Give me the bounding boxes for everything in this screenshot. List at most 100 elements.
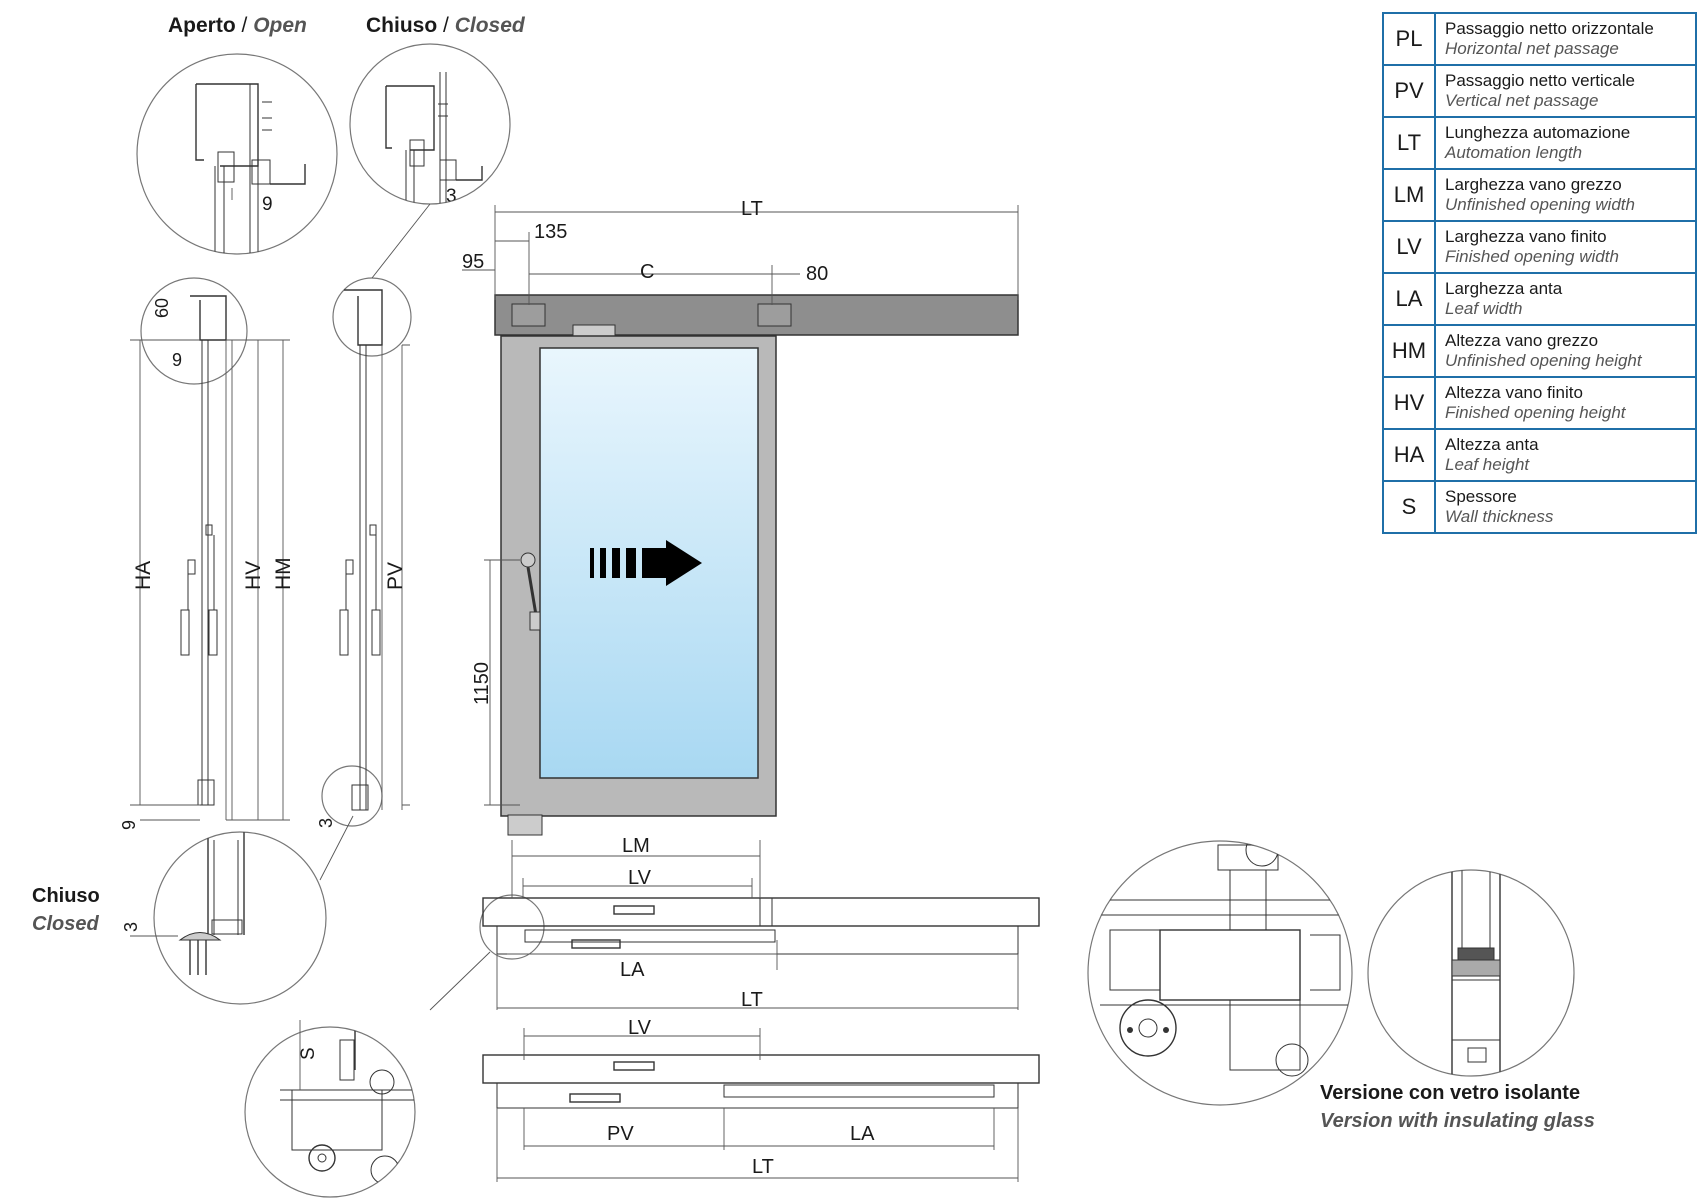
dimension-label-lv: LV xyxy=(628,867,652,889)
dimension-label-d3c: 3 xyxy=(121,922,141,932)
legend-text-en: Vertical net passage xyxy=(1445,91,1599,110)
svg-text:Chiuso / Closed: Chiuso / Closed xyxy=(366,14,526,37)
dimension-label-d135: 135 xyxy=(534,221,567,243)
legend-text-it: Altezza vano finito xyxy=(1445,383,1583,402)
title-part: / xyxy=(236,14,254,37)
dimension-label-lt: LT xyxy=(741,198,763,220)
legend-text-en: Finished opening height xyxy=(1445,403,1626,422)
title-glass-en: Version with insulating glass xyxy=(1320,1110,1595,1132)
dimension-label-la2: LA xyxy=(850,1123,875,1145)
dimension-label-d9c: 9 xyxy=(119,820,139,830)
legend-code: HM xyxy=(1382,324,1436,378)
legend-code: LT xyxy=(1382,116,1436,170)
legend-text-en: Automation length xyxy=(1445,143,1583,162)
detail-circle-glass-section xyxy=(1367,869,1575,1077)
dimension-label-d95: 95 xyxy=(462,251,484,273)
dimension-label-c: C xyxy=(640,261,654,283)
handle-knob xyxy=(520,552,536,568)
detail-circle-open: 9 xyxy=(136,53,338,255)
dimension-label-d9b: 9 xyxy=(172,350,182,370)
legend-text-it: Lunghezza automazione xyxy=(1445,123,1631,142)
legend-text-it: Larghezza vano grezzo xyxy=(1445,175,1622,194)
legend-code: PV xyxy=(1382,64,1436,118)
title-part: Closed xyxy=(455,14,526,37)
plan-view-1: LM LV LA LT xyxy=(429,835,1040,1011)
title-part: Chiuso xyxy=(366,14,437,37)
dimension-label-lm: LM xyxy=(622,835,650,857)
legend-code: HV xyxy=(1382,376,1436,430)
title-bottom-closed-en: Closed xyxy=(32,913,99,935)
dimension-label-d60: 60 xyxy=(152,298,172,318)
detail-circle-threshold: 3 xyxy=(121,831,327,1005)
legend-text-en: Leaf height xyxy=(1445,455,1530,474)
legend-text-it: Larghezza anta xyxy=(1445,279,1563,298)
section-open: HA HV HM 60 9 9 xyxy=(119,277,295,830)
title-part: / xyxy=(437,14,455,37)
legend-text-it: Passaggio netto orizzontale xyxy=(1445,19,1654,38)
direction-arrow-icon xyxy=(590,540,702,586)
legend-text-en: Unfinished opening width xyxy=(1445,195,1635,214)
legend-text-en: Leaf width xyxy=(1445,299,1523,318)
dimension-label-d1150: 1150 xyxy=(471,662,493,705)
legend-text-it: Passaggio netto verticale xyxy=(1445,71,1635,90)
section-closed: PV 3 xyxy=(316,203,431,881)
carriage-left xyxy=(511,303,546,327)
dimension-label-pv2: PV xyxy=(607,1123,634,1145)
dimension-label-lv2: LV xyxy=(628,1017,652,1039)
plan-view-2: LV PV LA LT xyxy=(482,1017,1040,1182)
legend-text-it: Larghezza vano finito xyxy=(1445,227,1607,246)
legend-text-en: Horizontal net passage xyxy=(1445,39,1619,58)
dimension-label-hv: HV xyxy=(242,561,265,590)
title-closed: Chiuso / Closed xyxy=(366,14,526,37)
legend-code: HA xyxy=(1382,428,1436,482)
dimension-label-s: S xyxy=(298,1047,319,1060)
dimension-label-d3a: 3 xyxy=(446,186,457,207)
front-view: LT 135 95 C 80 1150 xyxy=(462,198,1019,836)
legend-text-en: Wall thickness xyxy=(1445,507,1554,526)
title-bottom-closed-it: Chiuso xyxy=(32,885,100,907)
dimension-label-d3b: 3 xyxy=(316,818,336,828)
legend-code: LV xyxy=(1382,220,1436,274)
legend-text-it: Altezza vano grezzo xyxy=(1445,331,1599,350)
svg-text:Aperto / Open: Aperto / Open xyxy=(168,14,307,37)
detail-circle-closed: 3 xyxy=(349,43,511,207)
dimension-label-la: LA xyxy=(620,959,645,981)
legend-code: LM xyxy=(1382,168,1436,222)
dimension-label-d80: 80 xyxy=(806,263,828,285)
dimension-label-pv: PV xyxy=(384,562,407,590)
title-open: Aperto / Open xyxy=(168,14,307,37)
legend-text-it: Altezza anta xyxy=(1445,435,1539,454)
dimension-label-hm: HM xyxy=(272,557,295,590)
title-part: Aperto xyxy=(168,14,236,37)
detail-circle-wall: S xyxy=(244,1020,416,1198)
dimension-label-lt2: LT xyxy=(741,989,763,1011)
legend-text-it: Spessore xyxy=(1445,487,1517,506)
detail-circle-glass-plan xyxy=(1087,840,1353,1106)
carriage-right xyxy=(757,303,792,327)
dimension-label-ha: HA xyxy=(132,561,155,590)
dimension-label-d9a: 9 xyxy=(262,194,273,215)
legend-code: LA xyxy=(1382,272,1436,326)
legend-text-en: Unfinished opening height xyxy=(1445,351,1642,370)
